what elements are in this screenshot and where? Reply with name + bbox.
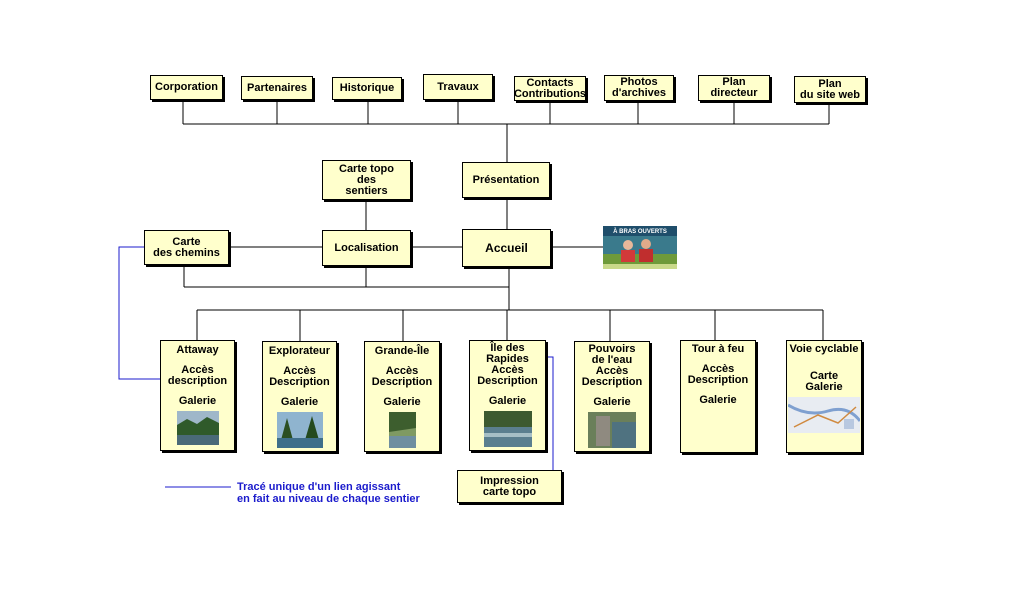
trail-ile-des-rapides-gallery: Galerie xyxy=(488,395,527,407)
box-historique-label: Historique xyxy=(339,82,395,94)
box-travaux-label: Travaux xyxy=(437,80,479,93)
trail-ile-des-rapides-line-2: Description xyxy=(477,375,538,387)
trail-grande-ile-title: Grande-Île xyxy=(374,345,430,357)
trail-voie-cyclable-map xyxy=(788,397,860,433)
box-carte-topo-label-1: Carte topo xyxy=(339,162,394,175)
box-partenaires-label: Partenaires xyxy=(247,81,307,94)
trail-pouvoirs-eau-title-2: de l'eau xyxy=(591,354,633,366)
banner-text: À BRAS OUVERTS xyxy=(613,228,667,235)
box-localisation[interactable]: Localisation xyxy=(322,230,411,266)
trail-pouvoirs-eau-line-2: Description xyxy=(581,376,643,388)
legend-line-1: Tracé unique d'un lien agissant xyxy=(237,481,401,493)
trail-voie-cyclable[interactable]: Voie cyclable Carte Galerie xyxy=(786,340,862,453)
box-photos-label-2: d'archives xyxy=(612,87,666,99)
box-carte-chemins-label-2: des chemins xyxy=(153,246,220,259)
box-partenaires[interactable]: Partenaires xyxy=(241,76,313,100)
box-carte-chemins[interactable]: Carte des chemins xyxy=(144,230,229,265)
box-contacts-label-2: Contributions xyxy=(513,87,587,100)
box-accueil[interactable]: Accueil xyxy=(462,229,551,267)
box-carte-chemins-label-1: Carte xyxy=(172,235,201,248)
trail-grande-ile-line-1: Accès xyxy=(385,365,419,377)
trail-pouvoirs-eau-line-1: Accès xyxy=(595,365,629,377)
trail-attaway-line-1: Accès xyxy=(181,364,214,376)
box-historique[interactable]: Historique xyxy=(332,77,402,100)
trail-ile-des-rapides-line-1: Accès xyxy=(491,364,524,376)
box-impression-label-1: Impression xyxy=(480,474,539,487)
legend-text: Tracé unique d'un lien agissant en fait … xyxy=(237,481,420,505)
trail-pouvoirs-eau-gallery: Galerie xyxy=(593,396,631,408)
trail-tour-a-feu-gallery: Galerie xyxy=(699,394,737,406)
box-corporation-label: Corporation xyxy=(155,81,218,93)
trail-ile-des-rapides-title-1: Île des xyxy=(490,342,525,354)
trail-voie-cyclable-title: Voie cyclable xyxy=(789,343,859,355)
box-photos-archives[interactable]: Photos d'archives xyxy=(604,75,674,101)
trail-grande-ile-line-2: Description xyxy=(371,376,433,388)
trail-explorateur-line-2: Description xyxy=(269,376,330,388)
trail-attaway-gallery: Galerie xyxy=(178,395,217,407)
trail-explorateur[interactable]: Explorateur Accès Description Galerie xyxy=(262,341,337,452)
legend-line-2: en fait au niveau de chaque sentier xyxy=(237,493,420,505)
box-presentation[interactable]: Présentation xyxy=(462,162,550,198)
box-plan-site-web[interactable]: Plan du site web xyxy=(794,76,866,103)
trail-attaway-photo xyxy=(176,411,219,445)
box-carte-topo[interactable]: Carte topo des sentiers xyxy=(322,160,411,200)
trail-grande-ile[interactable]: Grande-Île Accès Description Galerie xyxy=(364,341,440,452)
box-corporation[interactable]: Corporation xyxy=(150,75,223,100)
box-travaux[interactable]: Travaux xyxy=(423,74,493,100)
box-carte-topo-label-2: des xyxy=(357,173,376,186)
box-plan-directeur-label-2: directeur xyxy=(710,87,758,99)
trail-pouvoirs-eau-title-1: Pouvoirs xyxy=(588,343,636,355)
box-plan-directeur-label-1: Plan xyxy=(722,76,746,88)
trail-pouvoirs-eau[interactable]: Pouvoirs de l'eau Accès Description Gale… xyxy=(574,341,650,452)
trail-voie-cyclable-line-1: Carte xyxy=(809,370,839,382)
box-plan-directeur[interactable]: Plan directeur xyxy=(698,75,770,101)
trail-pouvoirs-eau-photo xyxy=(588,412,636,448)
box-accueil-label: Accueil xyxy=(485,240,528,255)
box-plan-site-label-2: du site web xyxy=(800,88,860,101)
box-carte-topo-label-3: sentiers xyxy=(345,184,388,197)
trail-voie-cyclable-line-2: Galerie xyxy=(805,381,843,393)
trail-tour-a-feu-line-2: Description xyxy=(687,374,749,386)
trail-attaway-title: Attaway xyxy=(176,344,219,356)
trail-tour-a-feu-title: Tour à feu xyxy=(691,343,745,355)
box-contacts-label-1: Contacts xyxy=(526,76,574,89)
trail-explorateur-photo xyxy=(276,412,323,448)
trail-ile-des-rapides-photo xyxy=(483,411,532,447)
bras-ouverts-banner: À BRAS OUVERTS xyxy=(603,226,677,269)
trail-attaway-line-2: description xyxy=(167,375,228,387)
trail-ile-des-rapides[interactable]: Île des Rapides Accès Description Galeri… xyxy=(469,340,546,451)
box-presentation-label: Présentation xyxy=(472,173,540,186)
trail-tour-a-feu[interactable]: Tour à feu Accès Description Galerie xyxy=(680,340,756,453)
box-impression-carte-topo[interactable]: Impression carte topo xyxy=(457,470,562,503)
trail-explorateur-gallery: Galerie xyxy=(280,396,319,408)
box-impression-label-2: carte topo xyxy=(482,485,537,498)
trail-grande-ile-photo xyxy=(388,412,416,448)
trail-ile-des-rapides-title-2: Rapides xyxy=(486,353,529,365)
trail-tour-a-feu-line-1: Accès xyxy=(701,363,735,375)
trail-attaway[interactable]: Attaway Accès description Galerie xyxy=(160,340,235,451)
box-contacts[interactable]: Contacts Contributions xyxy=(514,76,586,101)
box-localisation-label: Localisation xyxy=(334,241,399,254)
trail-grande-ile-gallery: Galerie xyxy=(383,396,421,408)
box-plan-site-label-1: Plan xyxy=(818,77,842,90)
box-photos-label-1: Photos xyxy=(620,76,658,88)
trail-explorateur-line-1: Accès xyxy=(283,365,316,377)
trail-explorateur-title: Explorateur xyxy=(268,345,331,357)
